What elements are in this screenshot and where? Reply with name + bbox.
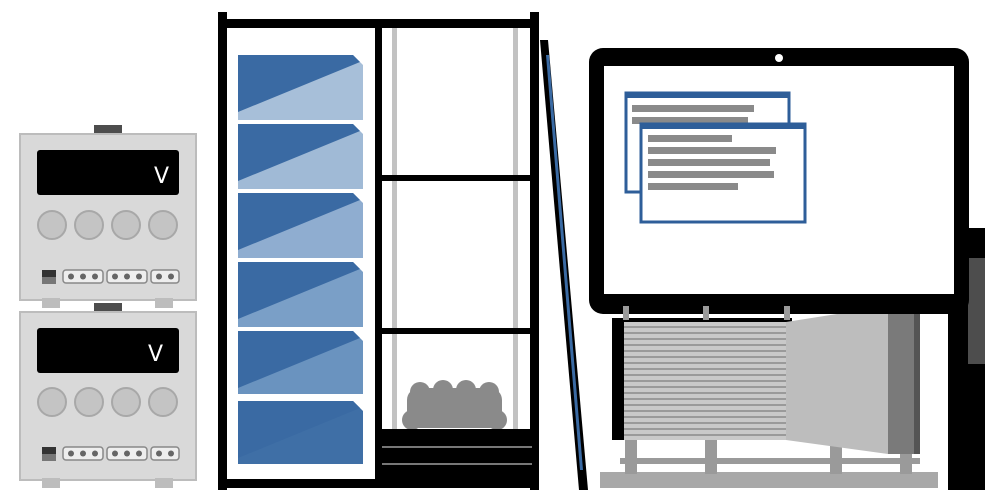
rack-rail (513, 28, 518, 479)
rack-shelf (382, 328, 532, 334)
rack-top-beam (218, 19, 539, 28)
power-supply-knob (148, 210, 178, 240)
text-line (632, 105, 754, 112)
text-line (648, 171, 774, 178)
battery-module (238, 124, 363, 189)
power-switch-lower (42, 454, 56, 461)
battery-module (238, 55, 363, 120)
power-supply-knob (111, 210, 141, 240)
monitor-stand (784, 306, 790, 320)
heater-rod (620, 458, 920, 464)
heater-unit (600, 306, 938, 488)
terminal-post-icon (62, 446, 180, 461)
heater-leg (830, 440, 842, 474)
power-supply-top: V (19, 125, 197, 308)
heater-base (600, 472, 938, 488)
rack-base-box (382, 429, 532, 479)
power-supply-foot (42, 298, 60, 308)
power-supply-display-unit: V (148, 342, 163, 367)
text-line (648, 135, 732, 142)
power-supply-knob (74, 387, 104, 417)
battery-modules (238, 55, 363, 464)
power-supply-foot (155, 478, 173, 488)
power-supply-knob (37, 387, 67, 417)
power-supply-foot (42, 478, 60, 488)
battery-module (238, 331, 363, 394)
heater-leg (705, 440, 717, 474)
equipment-rack (218, 12, 588, 490)
rack-rail (392, 28, 397, 479)
text-line (648, 147, 776, 154)
heater-mesh-lines (624, 326, 786, 436)
terminal-post-icon (62, 269, 180, 284)
heater-funnel (786, 306, 888, 454)
heater-end-cap-edge (914, 306, 920, 454)
rack-divider (375, 28, 382, 479)
power-supply-knob (37, 210, 67, 240)
rack-bottom-beam (218, 479, 539, 488)
heater-leg (625, 440, 637, 474)
rack-door-edge (546, 55, 583, 470)
power-supply-foot (155, 298, 173, 308)
text-line (648, 159, 770, 166)
monitor-stand (623, 306, 629, 320)
computer-monitor (589, 48, 969, 320)
power-supply-knob (148, 387, 178, 417)
battery-module (238, 193, 363, 258)
power-supply-display-unit: V (154, 164, 169, 189)
rack-post-left (218, 12, 227, 490)
power-switch-lower (42, 277, 56, 284)
power-supply-knob (74, 210, 104, 240)
rack-post-right (530, 12, 539, 490)
rack-shelf (382, 175, 532, 181)
webcam-dot-icon (775, 54, 783, 62)
power-supply-display (37, 150, 179, 195)
battery-module (238, 401, 363, 464)
text-line (632, 117, 748, 124)
battery-module (238, 262, 363, 327)
text-line (648, 183, 738, 190)
power-supply-handle (94, 125, 122, 136)
software-window-front (639, 122, 807, 224)
power-supply-knobs (37, 210, 178, 240)
power-supply-handle (94, 303, 122, 313)
power-supply-knob (111, 387, 141, 417)
power-supply-knobs (37, 387, 178, 417)
power-supply-display (37, 328, 179, 373)
monitor-stand (703, 306, 709, 320)
grey-component (402, 380, 507, 430)
power-supply-bottom: V (19, 303, 197, 488)
